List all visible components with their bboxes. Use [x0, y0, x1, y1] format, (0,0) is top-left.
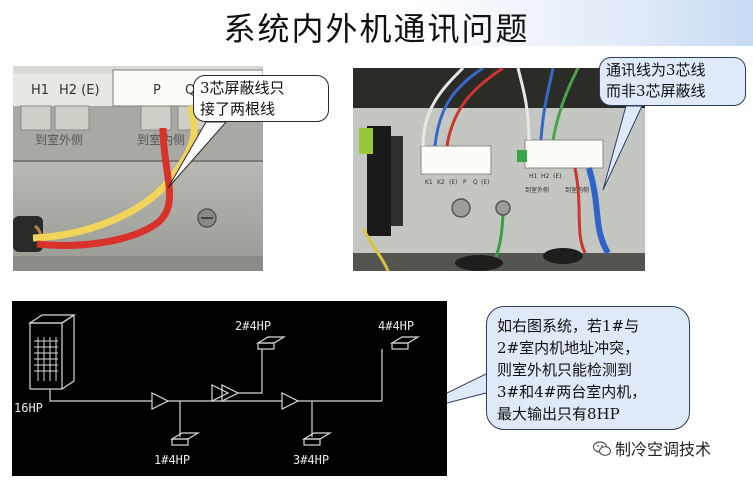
callout-line: 最大输出只有8HP: [497, 405, 620, 423]
photo-terminal-wiring-right: K1 K2 (E) P Q (E) H1 H2 (E) 到室外侧 到室内侧: [353, 68, 645, 271]
terminal-label: K1: [425, 179, 433, 186]
indoor-unit-label: 4#4HP: [378, 319, 415, 333]
terminal-label: P: [463, 179, 467, 186]
terminal-label: H1: [31, 83, 49, 98]
slide-title: 系统内外机通讯问题: [223, 10, 530, 48]
callout-address-conflict: 如右图系统，若1#与 2#室内机地址冲突， 则室外机只能检测到 3#和4#两台室…: [486, 306, 690, 430]
callout-line: 通讯线为3芯线: [606, 61, 706, 79]
terminal-label: K2: [437, 179, 445, 186]
system-diagram: 16HP 1#4HP 2#4HP 3#4HP 4#4HP: [12, 301, 447, 476]
terminal-label: P: [153, 83, 161, 98]
photo-right-drawing: K1 K2 (E) P Q (E) H1 H2 (E) 到室外侧 到室内侧: [353, 68, 645, 271]
callout-line: 3#和4#两台室内机，: [497, 383, 647, 401]
indoor-unit-label: 2#4HP: [235, 319, 272, 333]
plate-label: 到室外侧: [525, 186, 549, 194]
callout-line: 接了两根线: [200, 100, 276, 118]
terminal-label: Q: [185, 83, 195, 98]
watermark: 制冷空调技术: [592, 436, 712, 460]
outdoor-unit-label: 16HP: [14, 401, 43, 415]
system-diagram-drawing: [28, 313, 421, 446]
terminal-label: (E): [481, 179, 489, 186]
callout-shielded-wire: 3芯屏蔽线只 接了两根线: [193, 75, 329, 122]
terminal-label: (E): [553, 173, 561, 180]
title-band: [0, 0, 753, 46]
terminal-label: Q: [473, 179, 478, 186]
terminal-label: H1: [529, 173, 538, 180]
terminal-label: H2: [541, 173, 550, 180]
callout-line: 3芯屏蔽线只: [200, 79, 285, 97]
watermark-text: 制冷空调技术: [615, 440, 712, 459]
terminal-label: (E): [449, 179, 457, 186]
callout-line: 则室外机只能检测到: [497, 361, 633, 379]
callout-line: 2#室内机地址冲突，: [497, 339, 640, 357]
terminal-label: H2 (E): [59, 83, 100, 98]
indoor-unit-label: 3#4HP: [293, 453, 330, 467]
plate-label: 到室外侧: [35, 132, 83, 147]
wechat-icon: [592, 441, 612, 457]
callout-line: 如右图系统，若1#与: [497, 317, 640, 335]
indoor-unit-label: 1#4HP: [154, 453, 191, 467]
callout-line: 而非3芯屏蔽线: [606, 82, 706, 100]
callout-three-core: 通讯线为3芯线 而非3芯屏蔽线: [599, 57, 746, 106]
